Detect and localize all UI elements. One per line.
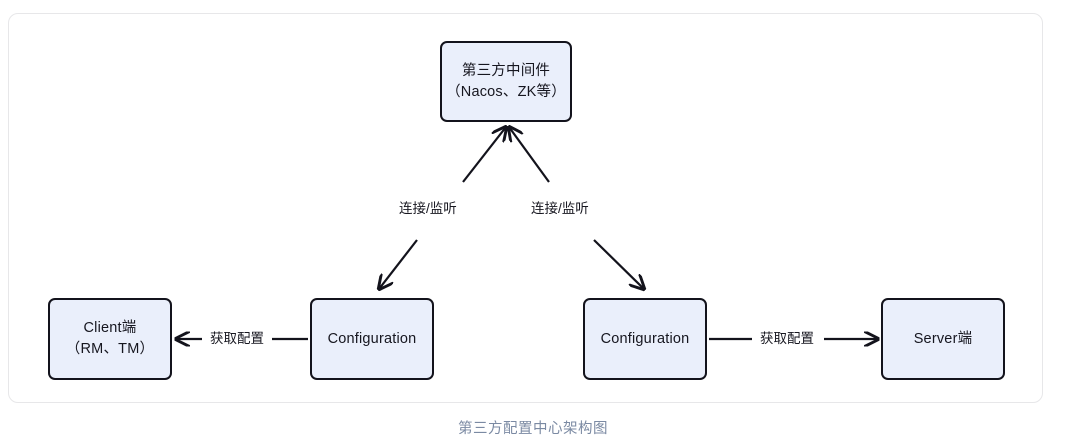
node-third-party-middleware[interactable]: 第三方中间件 （Nacos、ZK等） <box>440 41 572 122</box>
node-label-line1: Configuration <box>600 330 690 347</box>
node-label-line2: （Nacos、ZK等） <box>446 83 566 100</box>
node-label-line2: （RM、TM） <box>65 341 155 357</box>
node-client[interactable]: Client端 （RM、TM） <box>48 298 172 380</box>
edge-label-fetch-left: 获取配置 <box>207 330 267 348</box>
edge-label-connect-left: 连接/监听 <box>396 200 460 218</box>
node-server[interactable]: Server端 <box>881 298 1005 380</box>
node-label-line1: 第三方中间件 <box>461 62 551 79</box>
edge-label-connect-right: 连接/监听 <box>528 200 592 218</box>
node-label-line1: Configuration <box>327 330 417 347</box>
diagram-caption: 第三方配置中心架构图 <box>458 421 608 437</box>
edge-label-fetch-right: 获取配置 <box>757 330 817 348</box>
node-label-line1: Client端 <box>83 320 137 336</box>
node-configuration-right[interactable]: Configuration <box>583 298 707 380</box>
node-configuration-left[interactable]: Configuration <box>310 298 434 380</box>
node-label-line1: Server端 <box>913 330 973 347</box>
